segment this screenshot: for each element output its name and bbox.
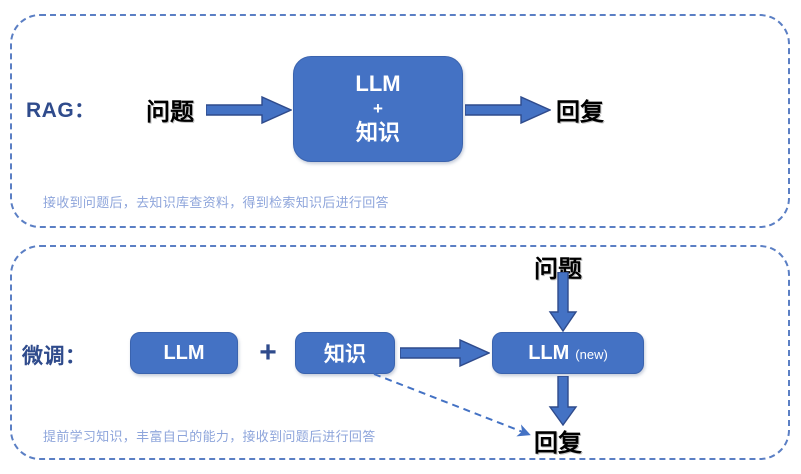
rag-question-to-model-arrow: [205, 95, 293, 125]
finetune-base-llm-box: LLM: [130, 332, 238, 374]
rag-box-plus: +: [373, 99, 383, 118]
finetune-new-model-to-reply-arrow: [548, 375, 578, 427]
finetune-base-llm-label: LLM: [163, 341, 205, 364]
finetune-new-llm-sublabel: (new): [575, 346, 608, 362]
finetune-question-down-arrow: [548, 271, 578, 333]
rag-row-label: RAG：: [26, 99, 96, 122]
finetune-panel: [10, 245, 790, 460]
finetune-reply-text: 回复: [534, 430, 582, 457]
rag-reply-text: 回复: [556, 99, 604, 126]
rag-model-to-reply-arrow: [464, 95, 552, 125]
finetune-new-llm-box: LLM (new): [492, 332, 644, 374]
finetune-knowledge-box: 知识: [295, 332, 395, 374]
finetune-caption: 提前学习知识，丰富自己的能力，接收到问题后进行回答: [43, 429, 376, 444]
rag-box-line-llm: LLM: [355, 71, 401, 97]
rag-llm-knowledge-box: LLM + 知识: [293, 56, 463, 162]
rag-panel: [10, 14, 790, 228]
finetune-knowledge-label: 知识: [324, 343, 366, 366]
finetune-knowledge-to-new-model-arrow: [399, 338, 491, 368]
finetune-new-llm-label: LLM: [528, 341, 570, 364]
rag-caption: 接收到问题后，去知识库查资料，得到检索知识后进行回答: [43, 195, 389, 210]
rag-question-text: 问题: [146, 99, 194, 126]
finetune-row-label: 微调：: [22, 345, 87, 368]
rag-box-line-knowledge: 知识: [355, 120, 400, 145]
finetune-knowledge-to-reply-dashed-arrow: [372, 372, 542, 444]
finetune-plus-icon: +: [259, 336, 277, 369]
